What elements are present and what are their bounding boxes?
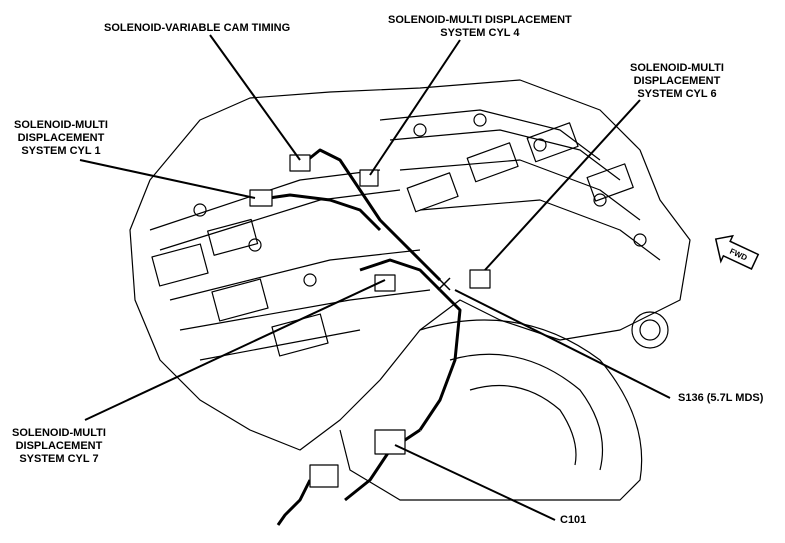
leader-lines bbox=[79, 34, 671, 521]
leader-cyl1 bbox=[79, 159, 256, 199]
callout-s136: S136 (5.7L MDS) bbox=[678, 392, 764, 404]
fwd-arrow-icon: FWD bbox=[714, 234, 760, 270]
leader-vct bbox=[209, 34, 301, 161]
callout-c101: C101 bbox=[560, 514, 587, 526]
callout-cyl7: SOLENOID-MULTI DISPLACEMENT SYSTEM CYL 7 bbox=[12, 427, 106, 465]
leader-c101 bbox=[394, 444, 556, 521]
engine-line-art bbox=[129, 79, 691, 526]
callout-vct: SOLENOID-VARIABLE CAM TIMING bbox=[104, 22, 291, 34]
callout-cyl4: SOLENOID-MULTI DISPLACEMENT SYSTEM CYL 4 bbox=[388, 14, 572, 39]
leader-s136 bbox=[454, 289, 671, 399]
leader-cyl4 bbox=[369, 39, 461, 176]
callout-cyl6: SOLENOID-MULTI DISPLACEMENT SYSTEM CYL 6 bbox=[630, 62, 724, 100]
leader-cyl6 bbox=[484, 99, 641, 271]
leader-cyl7 bbox=[84, 279, 386, 421]
callout-cyl1: SOLENOID-MULTI DISPLACEMENT SYSTEM CYL 1 bbox=[14, 119, 108, 157]
